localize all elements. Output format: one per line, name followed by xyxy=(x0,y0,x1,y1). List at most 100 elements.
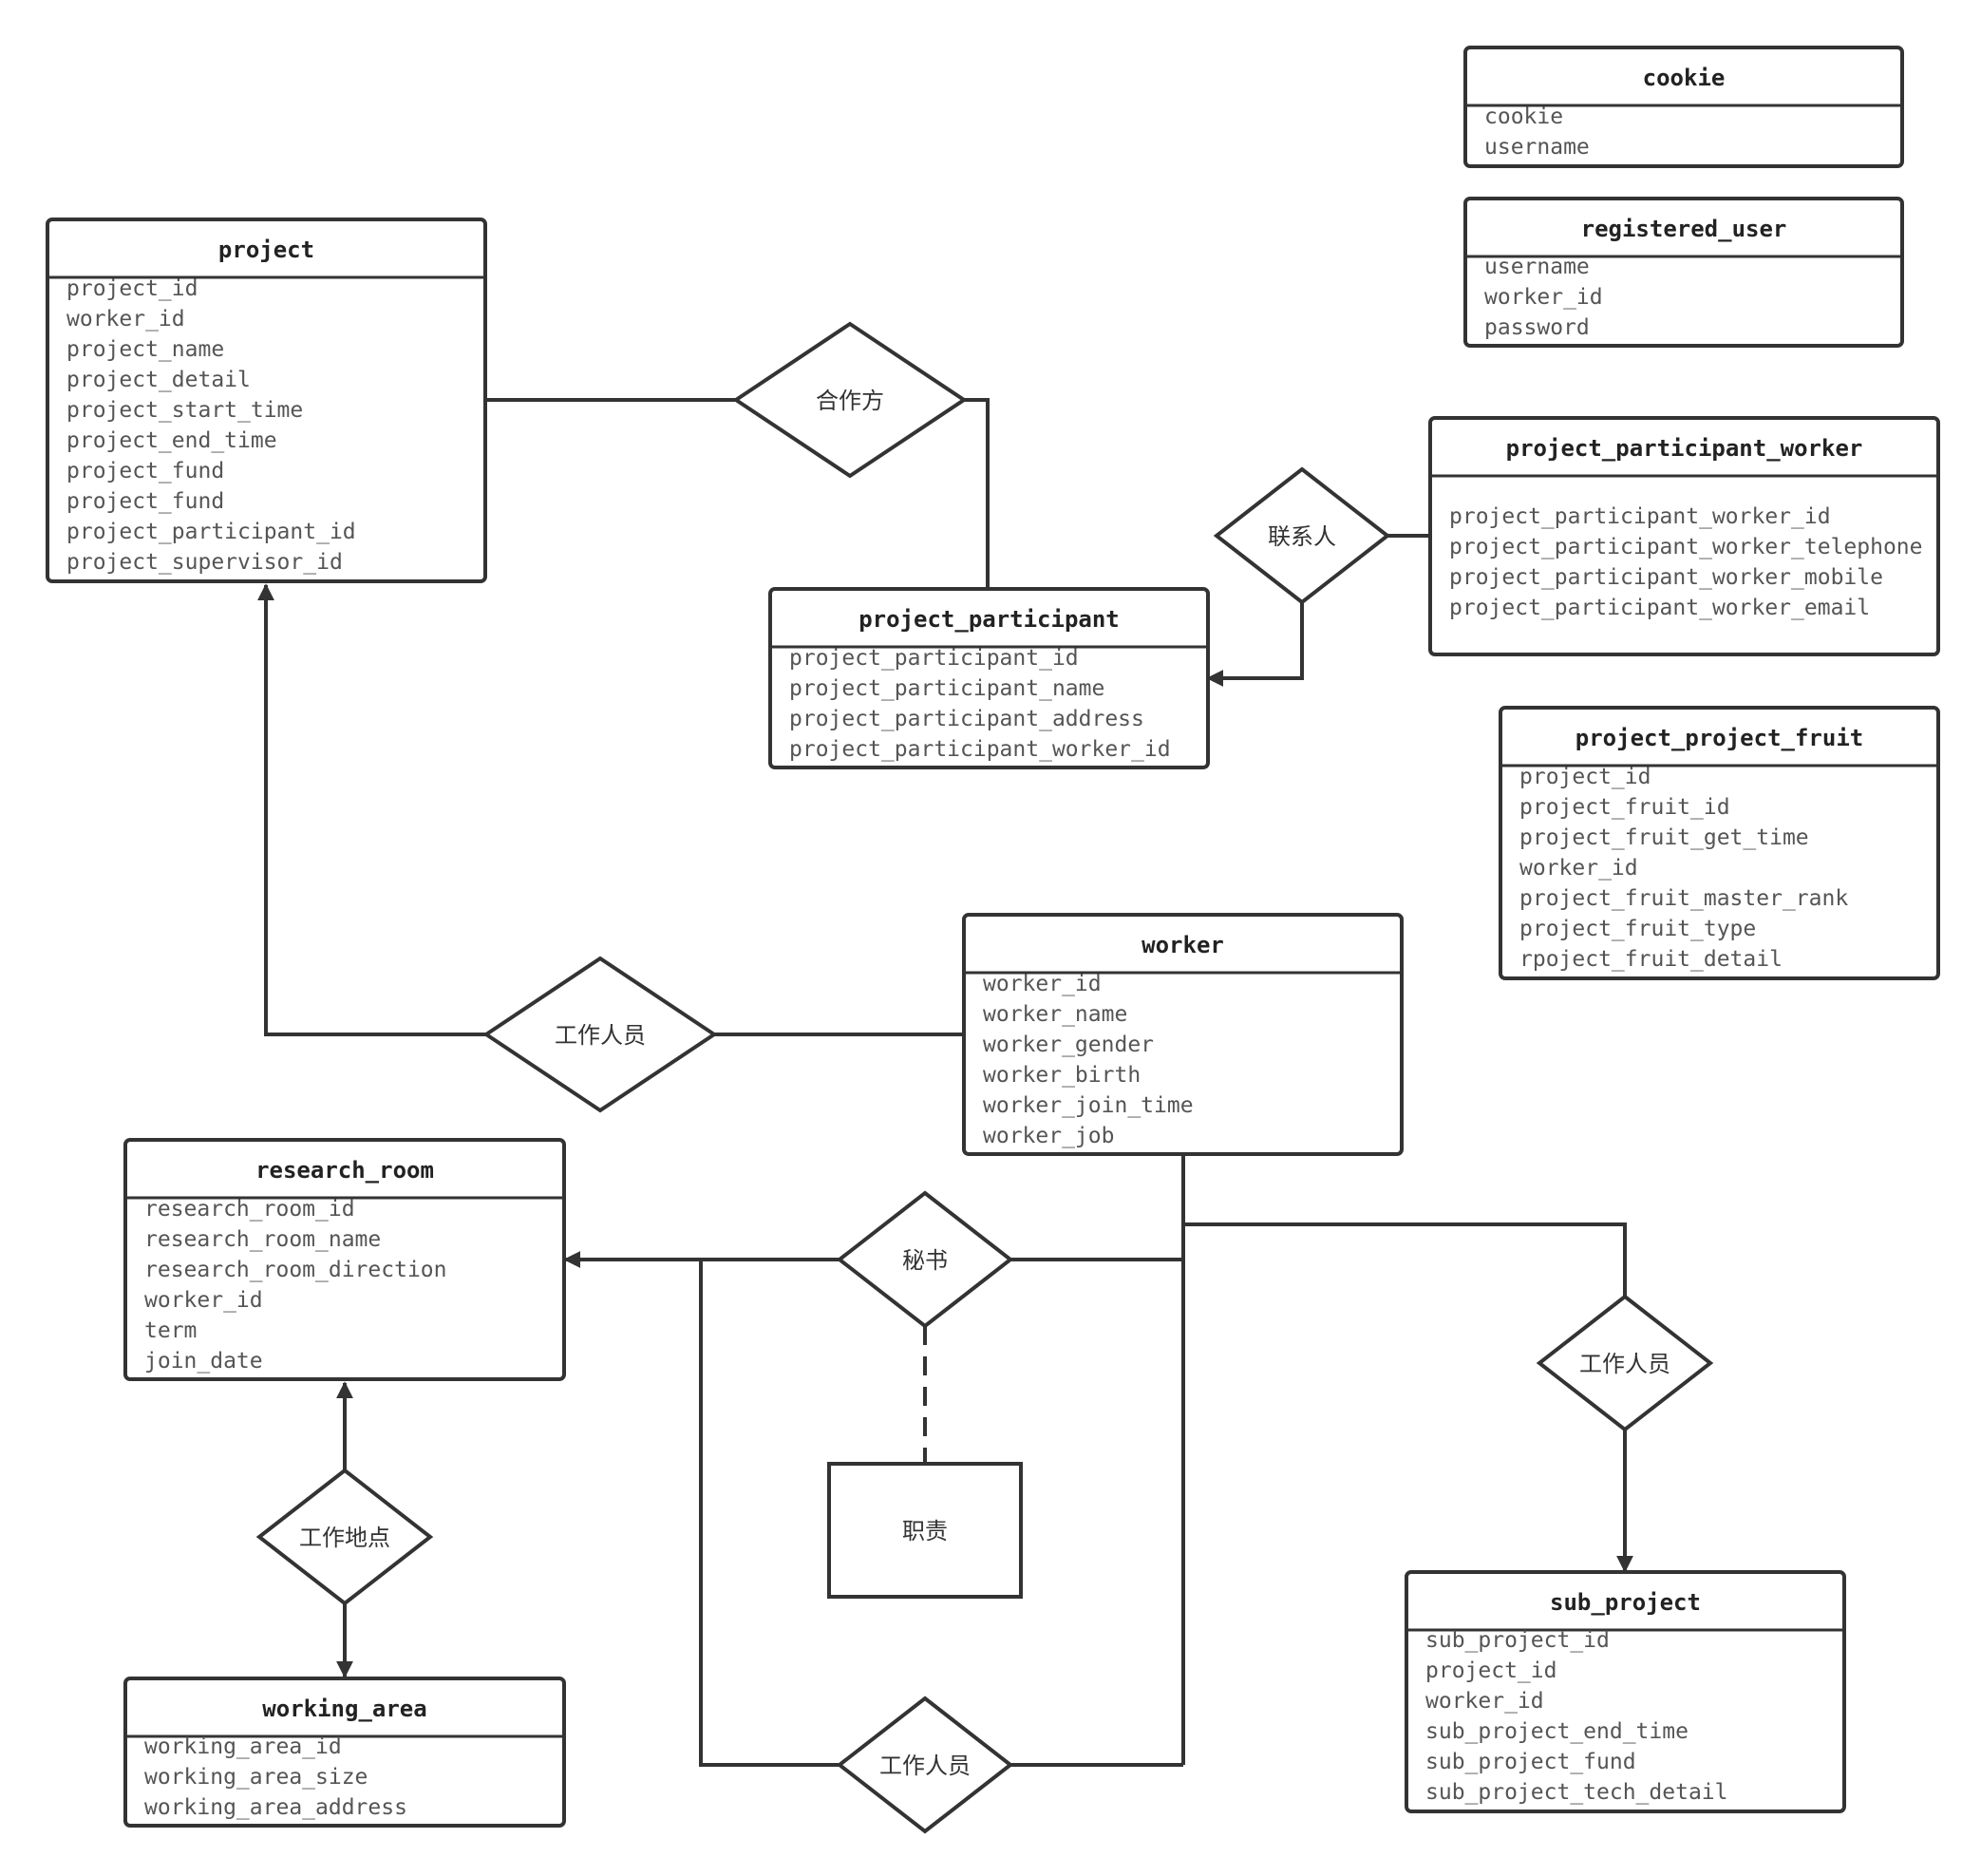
entity-field: working_area_address xyxy=(144,1795,407,1820)
relationship-contact: 联系人 xyxy=(1213,466,1391,605)
connector-partner-participant xyxy=(964,398,990,589)
entity-field: project_fruit_id xyxy=(1519,795,1730,820)
entity-field: project_fund xyxy=(66,489,224,514)
relationship-label: 工作地点 xyxy=(299,1525,390,1551)
entity-field: project_participant_worker_mobile xyxy=(1449,565,1883,590)
entity-frame xyxy=(123,1677,566,1828)
entity-field: sub_project_fund xyxy=(1425,1750,1636,1774)
entity-frame xyxy=(768,587,1210,769)
entity-field: project_participant_id xyxy=(789,646,1079,671)
entity-field: worker_id xyxy=(144,1288,263,1313)
entity-frame xyxy=(123,1138,566,1381)
entity-field: project_detail xyxy=(66,368,251,392)
entity-field: username xyxy=(1484,135,1590,160)
entity-field: project_participant_id xyxy=(66,520,356,544)
entity-title: project_project_fruit xyxy=(1575,725,1863,751)
entity-title: working_area xyxy=(262,1696,426,1722)
entity-field: term xyxy=(144,1318,197,1343)
relationship-diamond xyxy=(1536,1294,1714,1432)
entity-field: research_room_name xyxy=(144,1227,381,1252)
duty-box-frame xyxy=(827,1462,1023,1599)
connector-staff-project xyxy=(257,583,486,1036)
relationship-label: 联系人 xyxy=(1268,523,1336,550)
entity-sub-project: sub_project sub_project_id project_idworke… xyxy=(1405,1570,1846,1813)
entity-field: working_area_size xyxy=(144,1765,368,1790)
entity-field: project_end_time xyxy=(66,428,277,453)
entity-field: project_id xyxy=(1425,1658,1556,1683)
entity-cookie: cookie cookie username xyxy=(1463,46,1904,168)
entity-frame xyxy=(1405,1570,1846,1813)
relationship-project-staff: 工作人员 xyxy=(482,956,718,1113)
entity-frame xyxy=(1463,197,1904,348)
entity-project: projectproject_idworker_idproject_namepr… xyxy=(46,218,487,583)
entity-field: project_supervisor_id xyxy=(66,550,343,575)
duty-attribute-box: 职责 xyxy=(827,1462,1023,1599)
entity-title: project xyxy=(218,237,314,263)
entity-field: project_fruit_master_rank xyxy=(1519,886,1848,911)
entity-field: project_name xyxy=(66,337,224,362)
connector-worker-substaff xyxy=(1183,1222,1627,1297)
relationship-label: 合作方 xyxy=(816,388,884,414)
entity-title: project_participant xyxy=(858,606,1120,633)
relationship-secretary: 秘书 xyxy=(836,1190,1014,1329)
entity-field: research_room_direction xyxy=(144,1258,447,1282)
relationship-label: 秘书 xyxy=(902,1247,948,1274)
entity-field: working_area_id xyxy=(144,1734,342,1759)
entities: cookiecookieusernameregistered_userusern… xyxy=(46,46,1940,1828)
entity-field: project_fruit_type xyxy=(1519,917,1756,941)
relationship-label: 工作人员 xyxy=(555,1022,646,1049)
entity-frame xyxy=(46,218,487,583)
duty-box-label: 职责 xyxy=(902,1518,948,1544)
relationship-room-staff: 工作人员 xyxy=(836,1696,1014,1834)
entity-field: rpoject_fruit_detail xyxy=(1519,947,1783,972)
entity-field: project_fund xyxy=(66,459,224,483)
entity-working-area: working_area working_area_id working_area_… xyxy=(123,1677,566,1828)
entity-field: sub_project_tech_detail xyxy=(1425,1780,1728,1805)
relationship-sub-project-staff: 工作人员 xyxy=(1536,1294,1714,1432)
relationship-diamond xyxy=(732,321,968,479)
entity-field: username xyxy=(1484,255,1590,279)
entity-frame xyxy=(962,913,1404,1156)
connector-contact-participant xyxy=(1206,600,1304,687)
entity-project-project-fruit: project_project_fruitproject_idproject_f… xyxy=(1499,706,1940,980)
entity-field: sub_project_end_time xyxy=(1425,1719,1689,1744)
entity-research-room: research_roomresearch_room_idresearch_ro… xyxy=(123,1138,566,1381)
entity-field: password xyxy=(1484,315,1590,340)
relationship-diamond xyxy=(255,1468,434,1606)
connectors xyxy=(257,398,1633,1767)
entity-field: project_participant_worker_email xyxy=(1449,596,1870,620)
entity-title: registered_user xyxy=(1581,216,1787,242)
entity-field: worker_id xyxy=(66,307,185,332)
entity-project-participant-worker: project_participant_worker project_partic… xyxy=(1428,416,1940,656)
entity-frame xyxy=(1499,706,1940,980)
entity-field: worker_id xyxy=(1519,856,1638,881)
entity-worker: workerworker_idworker_nameworker_genderw… xyxy=(962,913,1404,1156)
entity-title: worker xyxy=(1141,932,1224,958)
entity-field: sub_project_id xyxy=(1425,1628,1610,1653)
entity-field: project_participant_name xyxy=(789,676,1104,701)
connector-roomstaff-room xyxy=(699,1260,840,1767)
entity-field: project_participant_address xyxy=(789,707,1144,731)
entity-field: project_participant_worker_telephone xyxy=(1449,535,1923,559)
relationship-diamond xyxy=(836,1190,1014,1329)
relationship-partner: 合作方 xyxy=(732,321,968,479)
entity-title: sub_project xyxy=(1550,1589,1701,1616)
relationship-diamond xyxy=(482,956,718,1113)
entity-field: worker_id xyxy=(1425,1689,1544,1714)
entity-title: cookie xyxy=(1643,65,1726,91)
relationship-workplace: 工作地点 xyxy=(255,1468,434,1606)
entity-field: worker_name xyxy=(983,1002,1127,1027)
entity-field: worker_job xyxy=(983,1124,1114,1148)
entity-field: worker_id xyxy=(983,972,1102,996)
entity-field: join_date xyxy=(144,1349,263,1374)
entity-field: project_start_time xyxy=(66,398,303,423)
entity-field: project_fruit_get_time xyxy=(1519,825,1809,850)
entity-field: worker_join_time xyxy=(983,1093,1194,1118)
relationship-diamond xyxy=(1213,466,1391,605)
entity-title: project_participant_worker xyxy=(1506,435,1863,462)
entity-field: cookie xyxy=(1484,104,1563,129)
